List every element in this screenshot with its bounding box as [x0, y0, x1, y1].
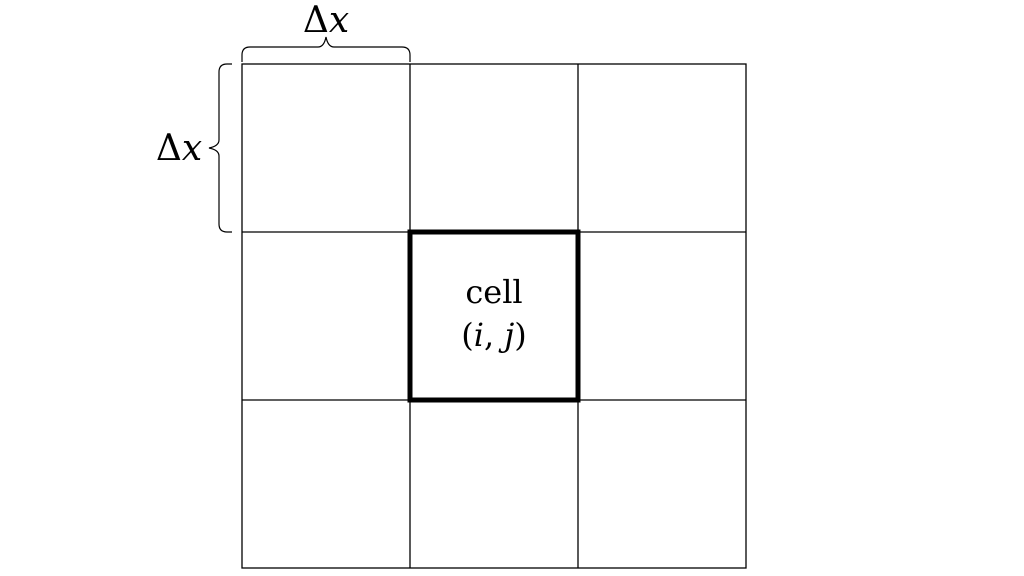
top-dimension-label: Δx [303, 0, 349, 41]
left-x-variable: x [182, 128, 202, 169]
cell-comma: , [484, 316, 504, 354]
top-brace [241, 36, 411, 62]
cell-close-paren: ) [514, 316, 526, 354]
left-brace [208, 63, 232, 233]
grid-lines [241, 63, 747, 569]
left-delta-symbol: Δ [156, 128, 182, 169]
cell-word-label: cell [465, 273, 522, 311]
top-x-variable: x [329, 0, 349, 41]
grid-outer-border [241, 63, 747, 569]
top-delta-symbol: Δ [303, 0, 329, 41]
highlighted-cell-border [407, 229, 581, 403]
cell-open-paren: ( [461, 316, 473, 354]
left-dimension-label: Δx [156, 128, 202, 169]
cell-index-i: i [474, 316, 484, 354]
cell-index-label: (i, j) [461, 316, 526, 354]
